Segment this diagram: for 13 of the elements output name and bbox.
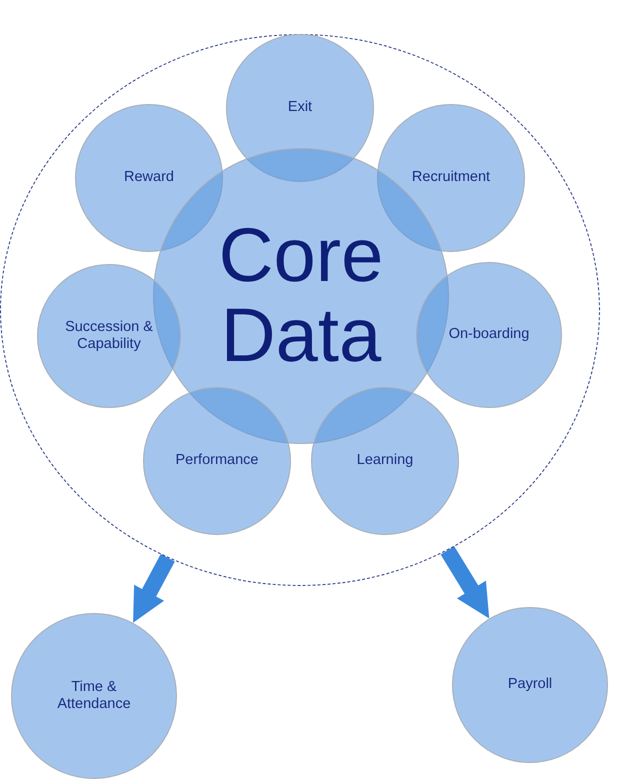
module-label: Succession & Capability <box>64 318 154 354</box>
module-label: Time & Attendance <box>56 678 132 714</box>
dashed-boundary-circle <box>0 34 600 586</box>
module-label: Recruitment <box>412 169 490 187</box>
module-label: Exit <box>288 99 312 117</box>
module-label: Payroll <box>508 676 552 694</box>
core-title: Core Data <box>218 216 384 376</box>
module-label: On-boarding <box>448 326 530 344</box>
module-label: Reward <box>124 169 174 187</box>
module-label: Performance <box>175 452 258 470</box>
block-arrow <box>133 554 175 623</box>
block-arrow <box>440 546 490 618</box>
module-label: Learning <box>356 452 414 470</box>
